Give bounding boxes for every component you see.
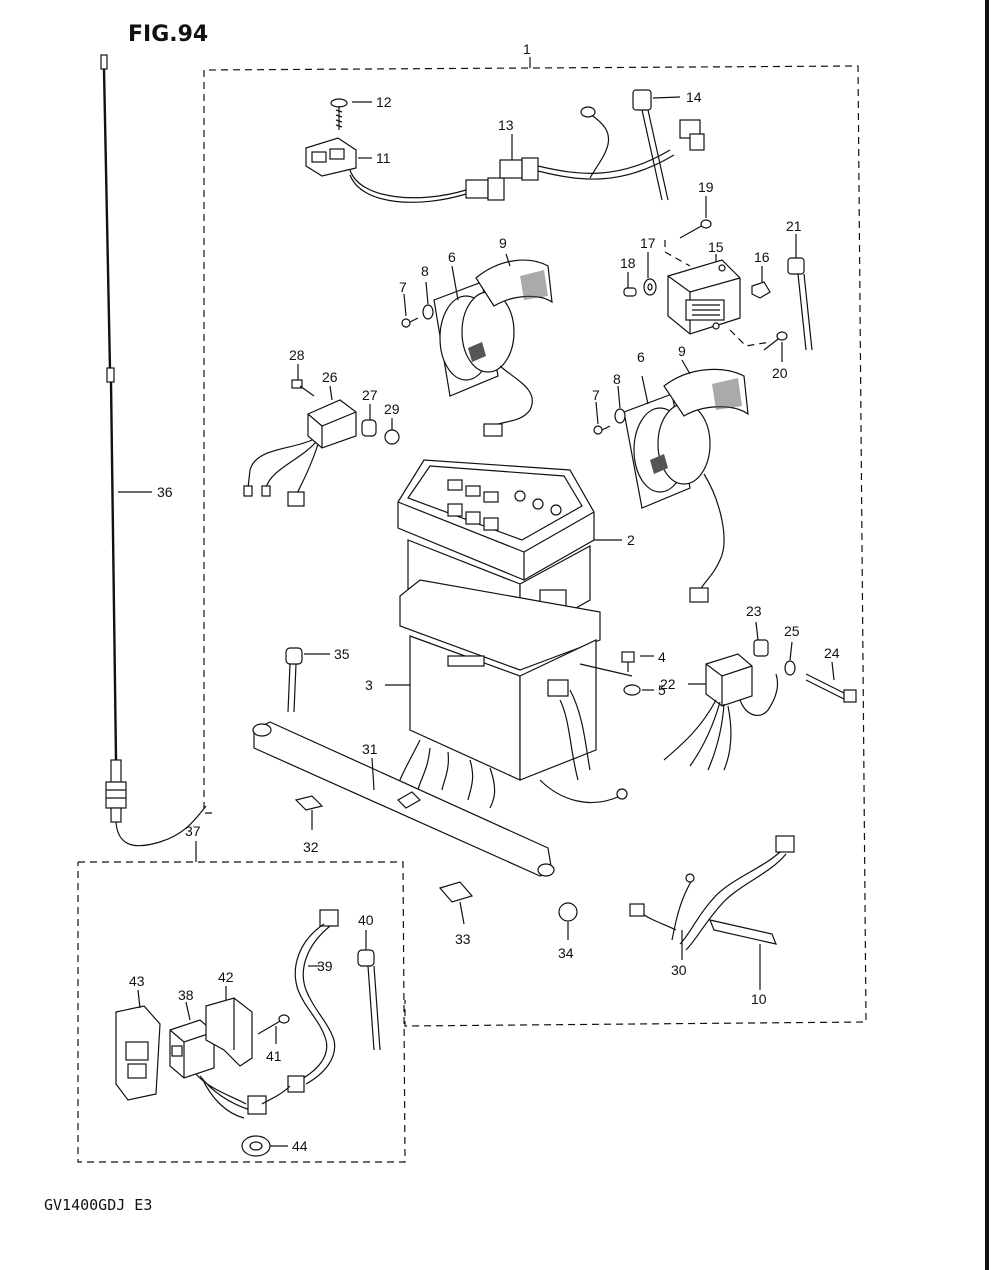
screw-7-upper bbox=[401, 293, 419, 328]
callout-3: 3 bbox=[365, 677, 373, 693]
washer-5 bbox=[579, 663, 654, 696]
callout-8-upper: 8 bbox=[421, 263, 429, 279]
bracket-31 bbox=[252, 721, 555, 877]
speaker-cover-9-upper bbox=[475, 253, 553, 307]
callout-10: 10 bbox=[751, 991, 767, 1007]
assembly-1-outline bbox=[203, 57, 867, 1027]
cable-tie-40 bbox=[357, 930, 381, 1051]
cushion-27 bbox=[361, 404, 377, 437]
unit-22 bbox=[663, 653, 779, 771]
callout-6-upper: 6 bbox=[448, 249, 456, 265]
callout-33: 33 bbox=[455, 931, 471, 947]
callout-13: 13 bbox=[498, 117, 514, 133]
callout-14: 14 bbox=[686, 89, 702, 105]
assembly-37-outline bbox=[77, 841, 406, 1163]
callout-20: 20 bbox=[772, 365, 788, 381]
callout-27: 27 bbox=[362, 387, 378, 403]
cable-tie-35 bbox=[285, 647, 330, 713]
bolt-28 bbox=[291, 364, 315, 397]
callout-42: 42 bbox=[218, 969, 234, 985]
callout-2: 2 bbox=[627, 532, 635, 548]
screw-12 bbox=[330, 98, 372, 130]
cable-tie-21 bbox=[787, 234, 813, 351]
callout-8-lower: 8 bbox=[613, 371, 621, 387]
callout-22: 22 bbox=[660, 676, 676, 692]
callout-21: 21 bbox=[786, 218, 802, 234]
callout-43: 43 bbox=[129, 973, 145, 989]
callout-24: 24 bbox=[824, 645, 840, 661]
speaker-6-upper bbox=[433, 265, 533, 437]
callout-17: 17 bbox=[640, 235, 656, 251]
callout-12: 12 bbox=[376, 94, 392, 110]
callout-38: 38 bbox=[178, 987, 194, 1003]
callout-23: 23 bbox=[746, 603, 762, 619]
collar-23 bbox=[753, 621, 769, 657]
speaker-6-lower bbox=[623, 375, 725, 603]
callout-15: 15 bbox=[708, 239, 724, 255]
washer-25 bbox=[784, 641, 796, 676]
screw-19 bbox=[679, 196, 712, 239]
bracket-10 bbox=[709, 919, 777, 990]
callout-1: 1 bbox=[523, 41, 531, 57]
harness-39 bbox=[261, 909, 339, 1105]
screw-7-lower bbox=[593, 401, 611, 435]
grommet-16 bbox=[751, 266, 771, 299]
callout-11: 11 bbox=[376, 150, 391, 166]
callout-7-upper: 7 bbox=[399, 279, 407, 295]
cover-43 bbox=[115, 989, 161, 1101]
switch-11 bbox=[305, 137, 505, 203]
callout-41: 41 bbox=[266, 1048, 282, 1064]
screw-20 bbox=[763, 331, 788, 362]
callout-7-lower: 7 bbox=[592, 387, 600, 403]
unit-38 bbox=[169, 1001, 267, 1119]
relay-26 bbox=[243, 385, 357, 507]
callout-25: 25 bbox=[784, 623, 800, 639]
grommet-33 bbox=[438, 881, 474, 925]
callout-9-upper: 9 bbox=[499, 235, 507, 251]
callout-29: 29 bbox=[384, 401, 400, 417]
callout-30: 30 bbox=[671, 962, 687, 978]
harness-30 bbox=[629, 835, 795, 960]
model-code: GV1400GDJ E3 bbox=[44, 1196, 152, 1214]
callout-6-lower: 6 bbox=[637, 349, 645, 365]
grommet-44 bbox=[241, 1135, 288, 1157]
harness-13 bbox=[499, 106, 705, 181]
callout-36: 36 bbox=[157, 484, 173, 500]
cap-34 bbox=[558, 902, 578, 940]
callout-39: 39 bbox=[317, 958, 333, 974]
washer-17 bbox=[643, 252, 657, 296]
antenna-part bbox=[100, 54, 207, 847]
callout-16: 16 bbox=[754, 249, 770, 265]
grommet-32 bbox=[294, 795, 324, 830]
callout-28: 28 bbox=[289, 347, 305, 363]
bolt-24 bbox=[805, 661, 857, 703]
callout-44: 44 bbox=[292, 1138, 308, 1154]
callout-31: 31 bbox=[362, 741, 378, 757]
speaker-cover-9-lower bbox=[663, 359, 749, 417]
callout-40: 40 bbox=[358, 912, 374, 928]
screw-41 bbox=[257, 1014, 290, 1044]
bolt-4 bbox=[621, 651, 654, 672]
amplifier-15 bbox=[664, 240, 771, 347]
callout-26: 26 bbox=[322, 369, 338, 385]
cable-tie-14 bbox=[632, 89, 681, 201]
callout-37: 37 bbox=[185, 823, 201, 839]
callout-32: 32 bbox=[303, 839, 319, 855]
bracket-42 bbox=[205, 986, 253, 1067]
callout-19: 19 bbox=[698, 179, 714, 195]
callout-9-lower: 9 bbox=[678, 343, 686, 359]
callout-34: 34 bbox=[558, 945, 574, 961]
figure-title: FIG.94 bbox=[128, 22, 208, 47]
case-3 bbox=[385, 579, 628, 809]
callout-18: 18 bbox=[620, 255, 636, 271]
washer-8-lower bbox=[614, 385, 626, 424]
washer-8-upper bbox=[422, 281, 434, 320]
callout-4: 4 bbox=[658, 649, 666, 665]
callout-5: 5 bbox=[658, 682, 666, 698]
nut-29 bbox=[384, 418, 400, 445]
collar-18 bbox=[623, 272, 637, 297]
callout-35: 35 bbox=[334, 646, 350, 662]
